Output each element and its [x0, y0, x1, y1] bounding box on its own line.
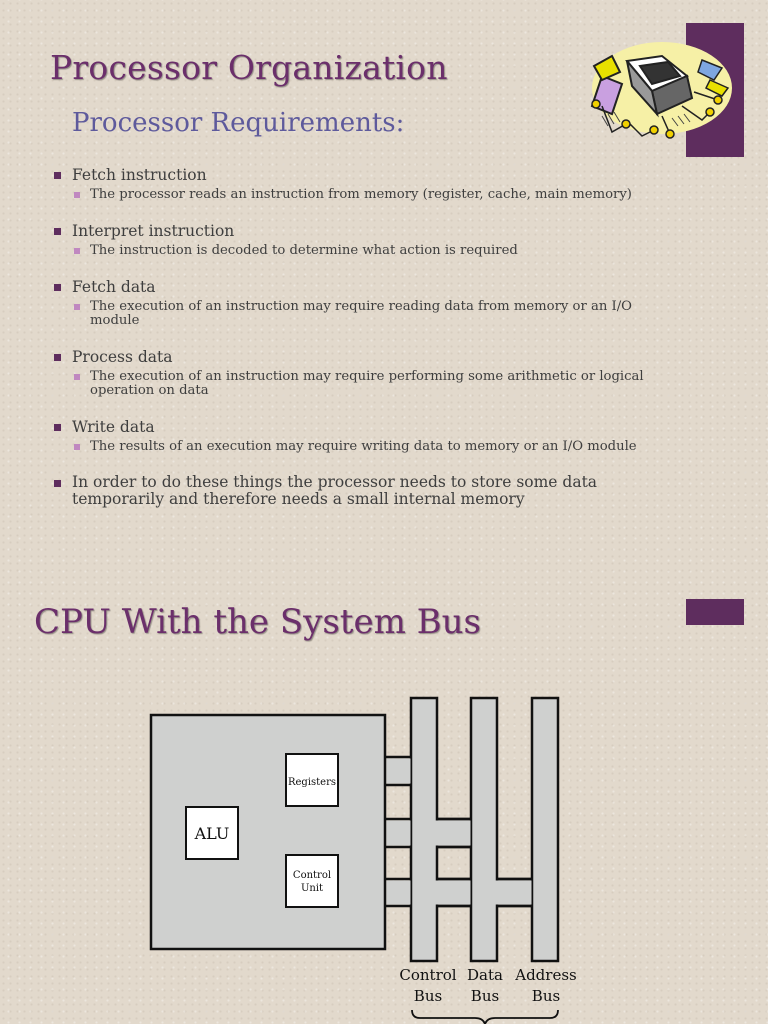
alu-box: [185, 806, 239, 860]
bus-label-line1: Address: [514, 966, 576, 984]
bullet-label: In order to do these things the processo…: [52, 474, 672, 508]
bullet-label: Fetch instruction: [52, 166, 672, 184]
slide-subtitle: Processor Requirements:: [72, 108, 405, 138]
bus-label-line2: Bus: [532, 987, 560, 1005]
bullet-detail: The execution of an instruction may requ…: [72, 300, 672, 328]
bus-label-line2: Bus: [471, 987, 499, 1005]
bullet-detail: The processor reads an instruction from …: [72, 188, 672, 202]
bullet-label: Interpret instruction: [52, 222, 672, 240]
address-bus-line: [530, 696, 560, 963]
registers-label: Registers: [288, 777, 336, 788]
bullet-detail: The instruction is decoded to determine …: [72, 244, 672, 258]
bullet-label: Process data: [52, 348, 672, 366]
cpu-bus-diagram: Registers ALU Control Unit Control Bus D…: [149, 696, 577, 1024]
bus-label-line1: Data: [467, 966, 503, 984]
list-item: Write data The results of an execution m…: [52, 418, 672, 454]
slide-processor-organization: Processor Organization Processor Require…: [50, 23, 744, 528]
list-item: Interpret instruction The instruction is…: [52, 222, 672, 258]
control-unit-box: [285, 854, 339, 908]
circuit-chip-icon: [590, 42, 732, 139]
bus-label-line2: Bus: [414, 987, 442, 1005]
slide-title: CPU With the System Bus: [34, 602, 481, 642]
alu-label: ALU: [194, 824, 230, 843]
bullet-label: Fetch data: [52, 278, 672, 296]
bus-label-line1: Control: [399, 966, 456, 984]
slide-title: Processor Organization: [50, 48, 448, 87]
list-item: Fetch data The execution of an instructi…: [52, 278, 672, 328]
list-item: In order to do these things the processo…: [52, 474, 672, 508]
data-bus-line: [469, 696, 499, 963]
list-item: Fetch instruction The processor reads an…: [52, 166, 672, 202]
bullet-label: Write data: [52, 418, 672, 436]
bullet-detail: The execution of an instruction may requ…: [72, 370, 672, 398]
requirements-list: Fetch instruction The processor reads an…: [52, 166, 672, 528]
slide-cpu-system-bus: CPU With the System Bus: [0, 560, 768, 1024]
registers-box: [285, 753, 339, 807]
bus-brace: [411, 1009, 559, 1024]
list-item: Process data The execution of an instruc…: [52, 348, 672, 398]
control-unit-label-line1: Control: [293, 870, 331, 881]
control-unit-label-line2: Unit: [301, 883, 323, 894]
accent-bar: [686, 599, 744, 625]
bullet-detail: The results of an execution may require …: [72, 440, 672, 454]
